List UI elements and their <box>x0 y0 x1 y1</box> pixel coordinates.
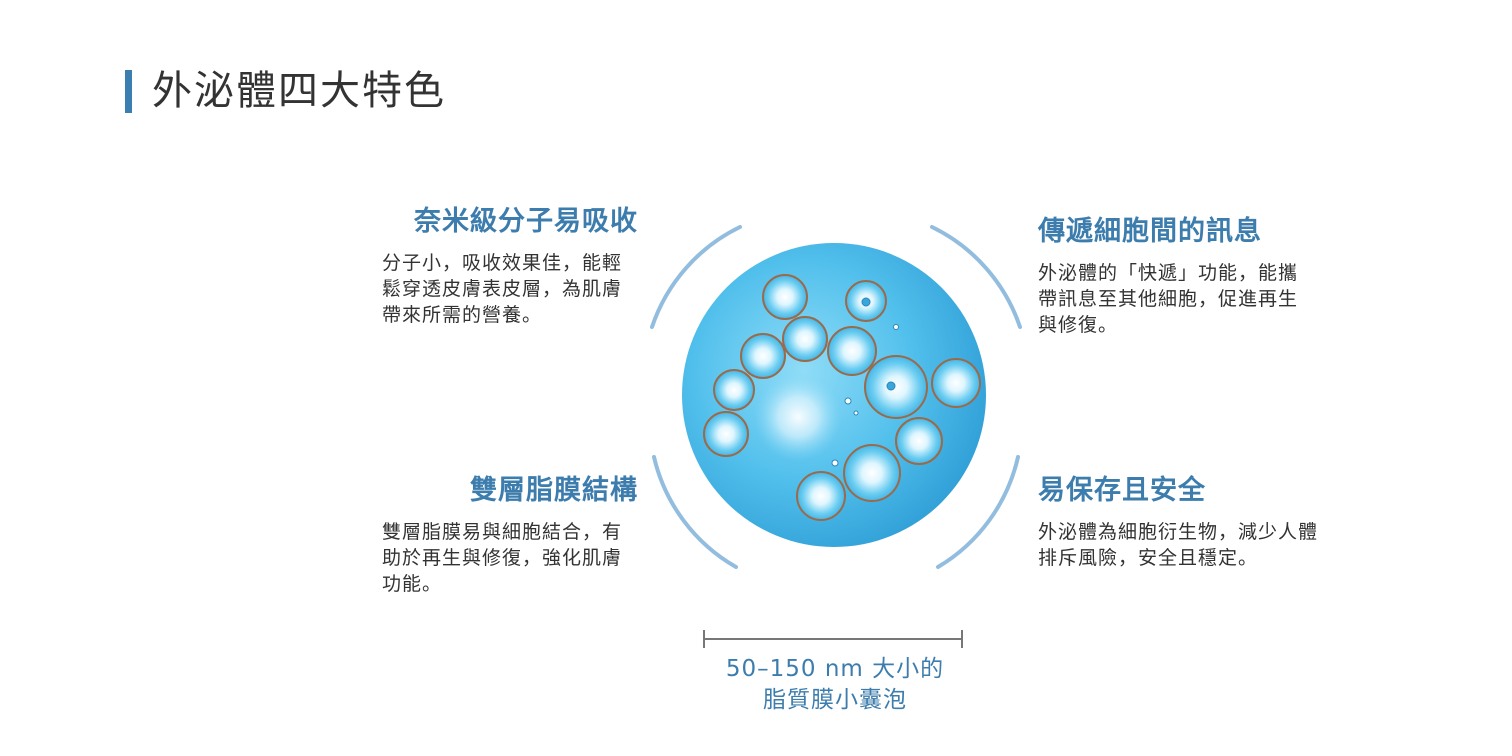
vesicle <box>931 358 981 408</box>
vesicle <box>827 326 877 376</box>
vesicle <box>740 333 786 379</box>
title-accent-bar <box>125 70 132 113</box>
feature-description: 分子小，吸收效果佳，能輕鬆穿透皮膚表皮層，為肌膚帶來所需的營養。 <box>382 252 623 326</box>
arc-bottom-left <box>652 455 738 569</box>
vesicle <box>895 417 943 465</box>
feature-nano-absorption: 奈米級分子易吸收 分子小，吸收效果佳，能輕鬆穿透皮膚表皮層，為肌膚帶來所需的營養… <box>382 204 638 328</box>
vesicle <box>864 355 928 419</box>
vesicle <box>796 471 846 521</box>
feature-heading: 易保存且安全 <box>1038 475 1206 506</box>
arc-top-left <box>650 225 742 329</box>
feature-bilayer-structure: 雙層脂膜結構 雙層脂膜易與細胞結合，有助於再生與修復，強化肌膚功能。 <box>382 473 638 597</box>
center-glow <box>754 373 842 461</box>
arc-top-right <box>930 225 1022 329</box>
feature-description: 外泌體的「快遞」功能，能攜帶訊息至其他細胞，促進再生與修復。 <box>1038 262 1299 336</box>
feature-stable-safe: 易保存且安全 外泌體為細胞衍生物，減少人體排斥風險，安全且穩定。 <box>1038 473 1328 571</box>
feature-description: 雙層脂膜易與細胞結合，有助於再生與修復，強化肌膚功能。 <box>382 521 623 595</box>
arc-bottom-right <box>936 455 1020 569</box>
vesicle <box>843 444 901 502</box>
scale-caption: 50–150 nm 大小的 脂質膜小囊泡 <box>690 654 980 716</box>
feature-heading: 雙層脂膜結構 <box>470 475 638 506</box>
vesicle <box>703 411 749 457</box>
vesicle <box>782 316 828 362</box>
scale-bar <box>703 630 963 648</box>
feature-heading: 傳遞細胞間的訊息 <box>1038 216 1262 247</box>
small-particles <box>831 297 899 467</box>
vesicle <box>762 274 808 320</box>
scale-caption-line1: 50–150 nm 大小的 <box>725 656 945 682</box>
scale-caption-line2: 脂質膜小囊泡 <box>763 687 907 713</box>
feature-heading: 奈米級分子易吸收 <box>414 206 638 237</box>
vesicle-group <box>703 274 981 521</box>
page-title: 外泌體四大特色 <box>152 68 446 114</box>
feature-cell-messaging: 傳遞細胞間的訊息 外泌體的「快遞」功能，能攜帶訊息至其他細胞，促進再生與修復。 <box>1038 214 1298 338</box>
exosome-diagram <box>650 225 1022 569</box>
feature-description: 外泌體為細胞衍生物，減少人體排斥風險，安全且穩定。 <box>1038 521 1319 569</box>
vesicle <box>713 369 755 411</box>
